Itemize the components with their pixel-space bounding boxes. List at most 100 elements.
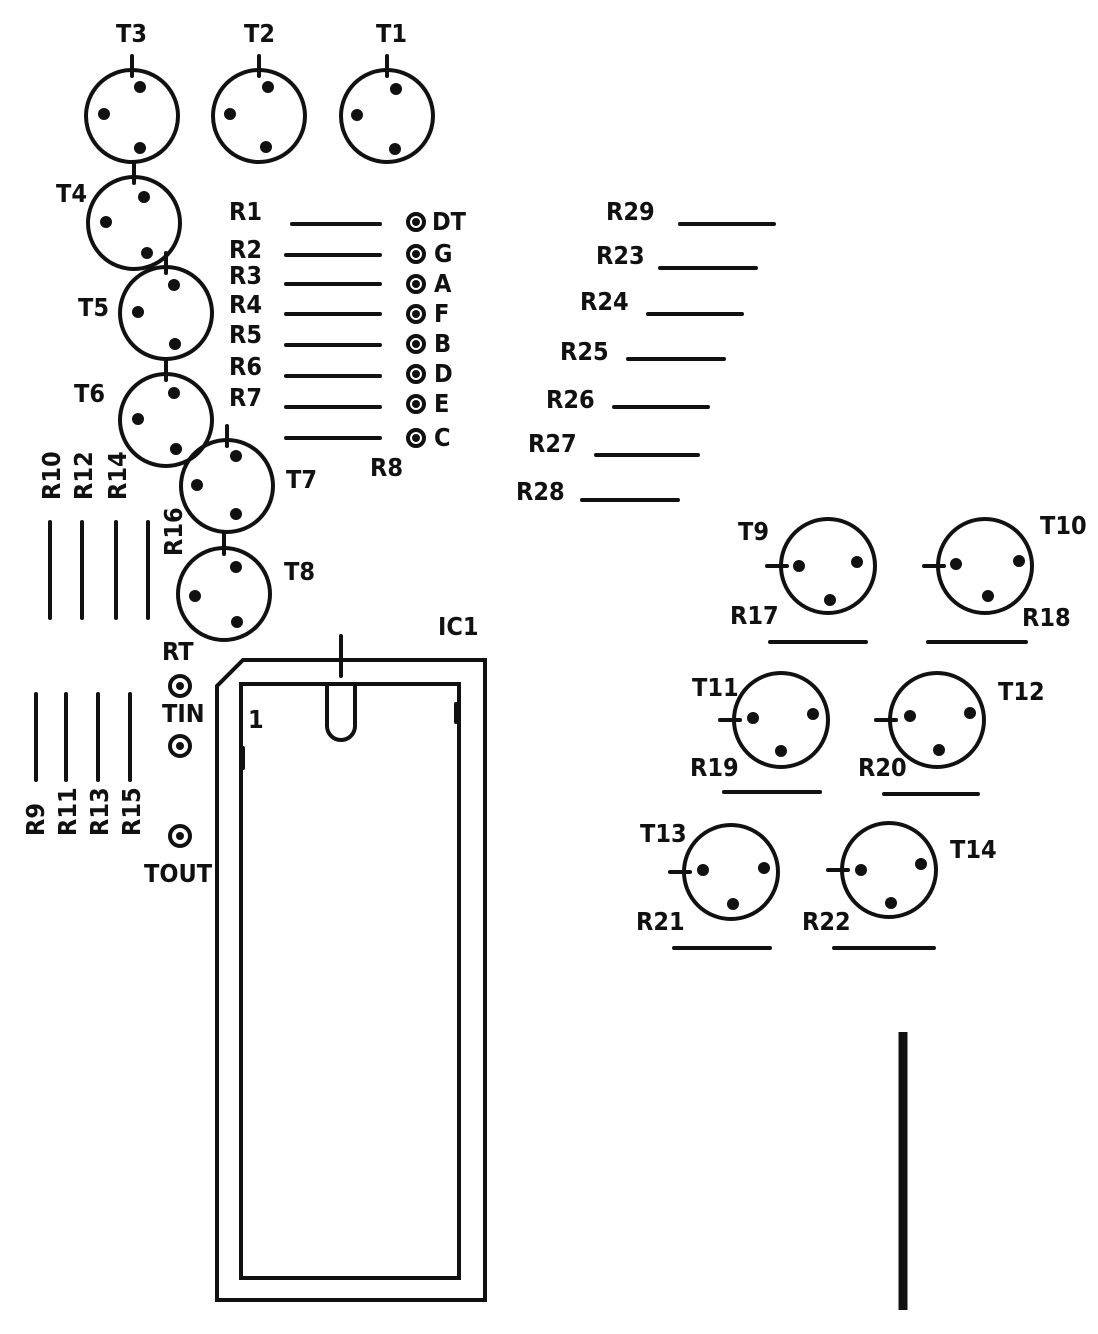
resistor-r27: R27 <box>528 429 700 458</box>
terminal-tin: TIN <box>162 699 205 758</box>
a-label: A <box>434 269 452 298</box>
resistor-r2: R2 <box>229 235 382 264</box>
tout-label: TOUT <box>144 859 213 888</box>
resistor-r7: R7 <box>229 383 382 412</box>
r24-label: R24 <box>580 287 629 316</box>
c-label: C <box>434 423 451 452</box>
t9-label: T9 <box>738 517 769 546</box>
transistor-t11: T11 <box>692 671 830 769</box>
transistor-t7: T7 <box>179 424 317 534</box>
r13-label: R13 <box>85 787 114 836</box>
d-label: D <box>434 359 453 388</box>
ic1-notch <box>325 684 357 742</box>
terminal-g: G <box>406 239 452 268</box>
r17-label: R17 <box>730 601 779 630</box>
terminal-f: F <box>406 299 449 328</box>
t13-label: T13 <box>640 819 687 848</box>
transistor-t8: T8 <box>176 532 315 642</box>
rt-label: RT <box>162 637 194 666</box>
t14-label: T14 <box>950 835 997 864</box>
r6-label: R6 <box>229 352 262 381</box>
r20-label: R20 <box>858 753 907 782</box>
resistor-r9: R9 <box>21 692 50 836</box>
resistor-r17: R17 <box>730 601 868 644</box>
r7-label: R7 <box>229 383 262 412</box>
terminal-dt: DT <box>406 207 467 236</box>
resistor-r24: R24 <box>580 287 744 316</box>
e-label: E <box>434 389 449 418</box>
r18-label: R18 <box>1022 603 1071 632</box>
resistor-r21: R21 <box>636 907 772 950</box>
transistor-t12: T12 <box>874 671 1045 769</box>
t11-label: T11 <box>692 673 739 702</box>
resistor-r14: R14 <box>103 451 132 620</box>
resistor-r5: R5 <box>229 320 382 349</box>
r26-label: R26 <box>546 385 595 414</box>
resistor-r22: R22 <box>802 907 936 950</box>
transistor-t5: T5 <box>78 251 214 361</box>
resistor-r25: R25 <box>560 337 726 366</box>
g-label: G <box>434 239 452 268</box>
ic1-pin1-label: 1 <box>248 705 264 734</box>
resistor-r12: R12 <box>69 451 98 620</box>
resistor-r10: R10 <box>37 451 66 620</box>
r5-label: R5 <box>229 320 262 349</box>
r16-label: R16 <box>159 507 188 556</box>
resistor-r15: R15 <box>117 692 146 836</box>
r21-label: R21 <box>636 907 685 936</box>
terminal-tout: TOUT <box>144 824 213 888</box>
transistor-t13: T13 <box>640 819 780 921</box>
r25-label: R25 <box>560 337 609 366</box>
terminal-e: E <box>406 389 449 418</box>
r29-label: R29 <box>606 197 655 226</box>
resistor-r16: R16 <box>146 507 188 620</box>
t3-label: T3 <box>116 19 147 48</box>
r9-label: R9 <box>21 803 50 836</box>
t2-label: T2 <box>244 19 275 48</box>
transistor-t1: T1 <box>339 19 435 164</box>
t7-label: T7 <box>286 465 317 494</box>
transistor-t10: T10 <box>922 511 1087 615</box>
r11-label: R11 <box>53 787 82 836</box>
t1-label: T1 <box>376 19 407 48</box>
resistor-r3: R3 <box>229 261 382 290</box>
terminal-a: A <box>406 269 452 298</box>
transistor-t9: T9 <box>738 517 877 615</box>
terminal-rt: RT <box>162 637 194 698</box>
b-label: B <box>434 329 451 358</box>
r19-label: R19 <box>690 753 739 782</box>
t8-label: T8 <box>284 557 315 586</box>
dt-label: DT <box>432 207 467 236</box>
r12-label: R12 <box>69 451 98 500</box>
transistor-t3: T3 <box>84 19 180 164</box>
resistor-r11: R11 <box>53 692 82 836</box>
r15-label: R15 <box>117 787 146 836</box>
r28-label: R28 <box>516 477 565 506</box>
transistor-t6: T6 <box>74 358 214 468</box>
transistor-t4: T4 <box>56 161 182 271</box>
r27-label: R27 <box>528 429 577 458</box>
resistor-r23: R23 <box>596 241 758 270</box>
resistor-r20: R20 <box>858 753 980 796</box>
terminal-b: B <box>406 329 451 358</box>
f-label: F <box>434 299 449 328</box>
resistor-r26: R26 <box>546 385 710 414</box>
resistor-r18: R18 <box>926 603 1071 644</box>
t12-label: T12 <box>998 677 1045 706</box>
terminal-c: C <box>406 423 451 452</box>
ic1-outline <box>215 634 487 1302</box>
r4-label: R4 <box>229 290 262 319</box>
r8-label: R8 <box>370 453 403 482</box>
t6-label: T6 <box>74 379 105 408</box>
r1-label: R1 <box>229 197 262 226</box>
resistor-r8: R8 <box>284 436 403 482</box>
r14-label: R14 <box>103 451 132 500</box>
r3-label: R3 <box>229 261 262 290</box>
resistor-r29: R29 <box>606 197 776 226</box>
r10-label: R10 <box>37 451 66 500</box>
t5-label: T5 <box>78 293 109 322</box>
tin-label: TIN <box>162 699 205 728</box>
